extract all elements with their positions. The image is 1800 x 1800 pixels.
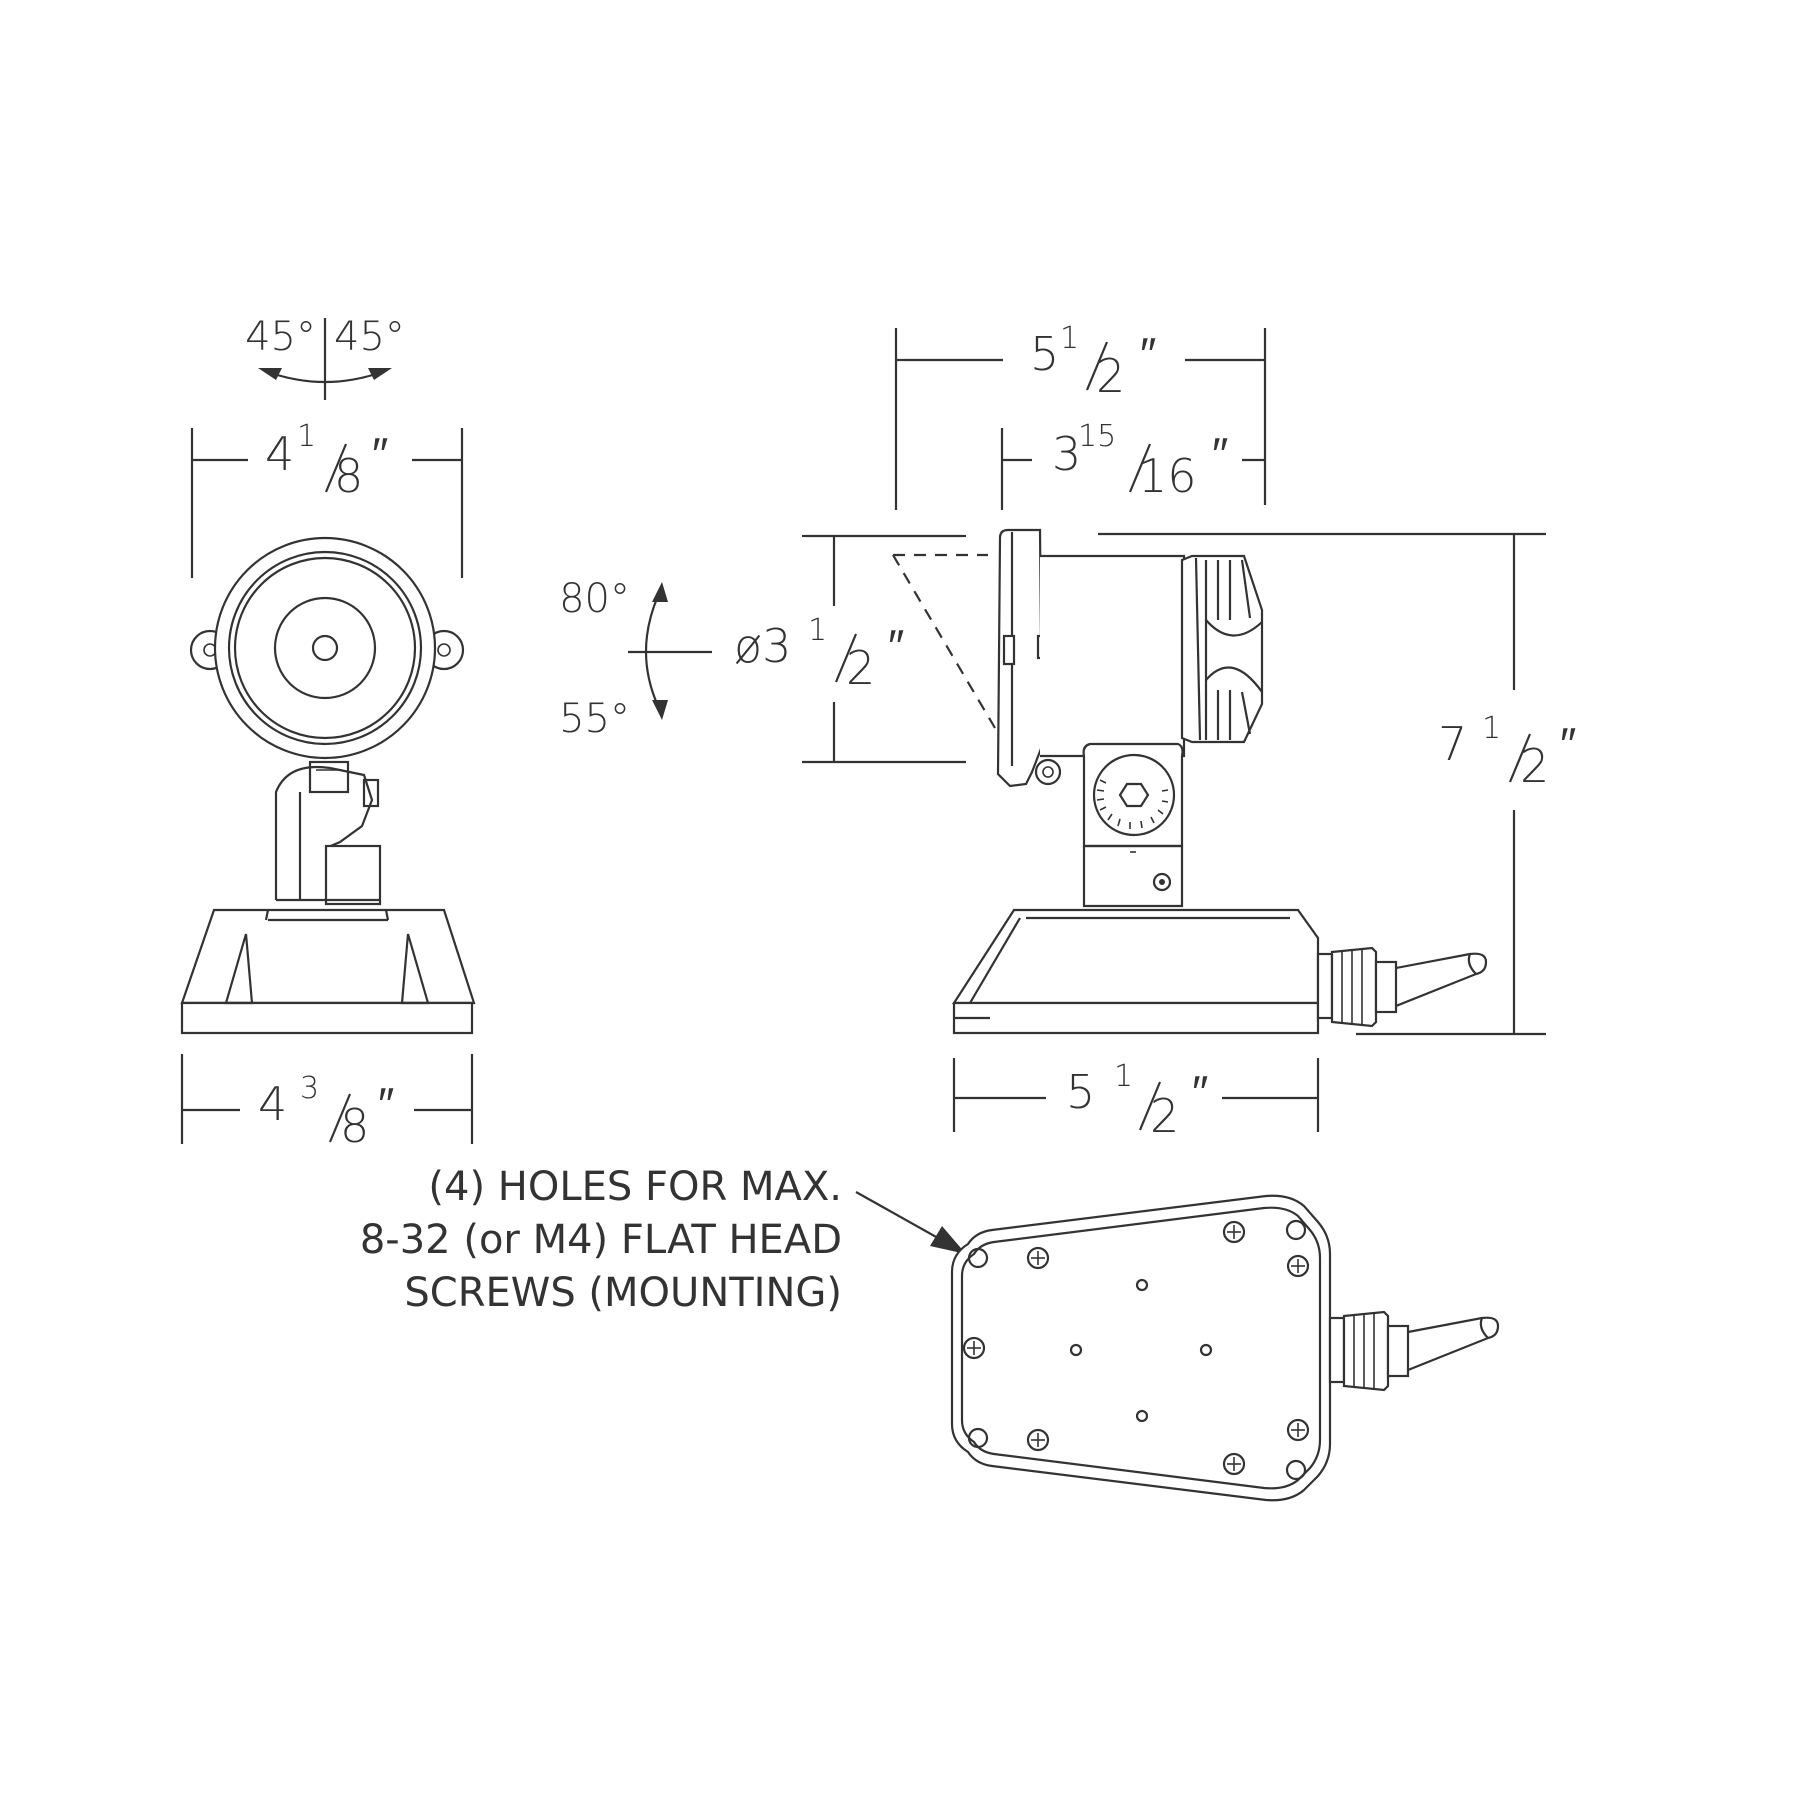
side-knuckle [1082,742,1184,892]
side-overall-width-numerator: 1 [1060,321,1079,356]
side-height-whole: 7 [1438,717,1467,771]
tilt-up-angle: 80° [559,576,630,622]
front-width-top-unit: ″ [372,427,388,481]
front-width-bottom-denominator: 8 [340,1099,369,1153]
side-head-width-unit: ″ [1212,427,1228,481]
screw-head [1286,1418,1310,1442]
side-base [951,846,1488,1035]
side-base-width-numerator: 1 [1114,1059,1133,1094]
screw-head [1286,1254,1310,1278]
front-stem [274,760,382,906]
side-base-width-dimension: 5 1 2 ″ [952,1058,1320,1143]
side-diameter-unit: ″ [888,619,904,673]
side-base-width-whole: 5 [1066,1065,1095,1119]
side-head-width-numerator: 15 [1078,419,1116,454]
front-width-top-whole: 4 [265,427,294,481]
side-head-width-denominator: 16 [1138,449,1197,503]
side-head-width-dimension: 3 15 16 ″ [1000,419,1265,510]
mounting-note-line-3: SCREWS (MOUNTING) [404,1270,842,1316]
side-diameter-numerator: 1 [808,613,827,648]
side-height-denominator: 2 [1520,739,1549,793]
tilt-dial-ticks [1096,779,1169,829]
front-width-dimension-bottom: 4 3 8 ″ [180,1054,474,1153]
rotation-right-angle: 45° [334,314,405,360]
front-width-dimension-top: 4 1 8 ″ [190,419,464,578]
tilt-down-angle: 55° [559,696,630,742]
screw-head [1222,1452,1246,1476]
side-diameter-prefix: ø3 [734,619,791,673]
front-width-top-denominator: 8 [334,449,363,503]
front-width-top-numerator: 1 [297,419,316,454]
side-head-width-whole: 3 [1052,427,1081,481]
side-overall-width-dimension: 5 1 2 ″ [894,321,1267,510]
front-lamp-head [189,536,465,760]
rotation-angle-indicator: 45° 45° [245,314,405,400]
side-diameter-dimension: ø3 1 2 ″ [734,534,996,764]
front-width-bottom-whole: 4 [258,1077,287,1131]
front-view: 45° 45° 4 1 8 ″ [180,314,476,1153]
side-overall-width-unit: ″ [1140,327,1156,381]
mounting-note-line-2: 8-32 (or M4) FLAT HEAD [360,1217,842,1263]
tilt-angle-indicator: 80° 55° [559,576,712,742]
base-plate [950,1194,1332,1502]
side-diameter-denominator: 2 [846,641,875,695]
screw-head [962,1336,986,1360]
rotation-left-angle: 45° [245,314,316,360]
front-width-bottom-numerator: 3 [300,1071,319,1106]
side-height-numerator: 1 [1482,711,1501,746]
center-holes [1069,1278,1213,1423]
front-width-bottom-unit: ″ [378,1077,394,1131]
mounting-note-line-1: (4) HOLES FOR MAX. [428,1164,842,1210]
bottom-view: (4) HOLES FOR MAX. 8-32 (or M4) FLAT HEA… [360,1164,1500,1502]
screw-head [1222,1220,1246,1244]
side-view: 5 1 2 ″ 3 15 16 ″ 80° 55° [559,321,1576,1143]
screw-head [1026,1246,1050,1270]
side-base-width-denominator: 2 [1150,1089,1179,1143]
side-lamp-head [996,528,1264,788]
side-base-width-unit: ″ [1192,1065,1208,1119]
side-height-unit: ″ [1560,717,1576,771]
bottom-cable-gland [1328,1310,1500,1392]
front-base [180,908,476,1035]
mounting-note: (4) HOLES FOR MAX. 8-32 (or M4) FLAT HEA… [360,1164,842,1316]
side-overall-width-denominator: 2 [1096,349,1125,403]
side-height-dimension: 7 1 2 ″ [1098,532,1576,1036]
screw-heads [962,1220,1310,1476]
side-overall-width-whole: 5 [1030,327,1059,381]
screw-head [1026,1428,1050,1452]
mounting-holes [967,1219,1307,1481]
